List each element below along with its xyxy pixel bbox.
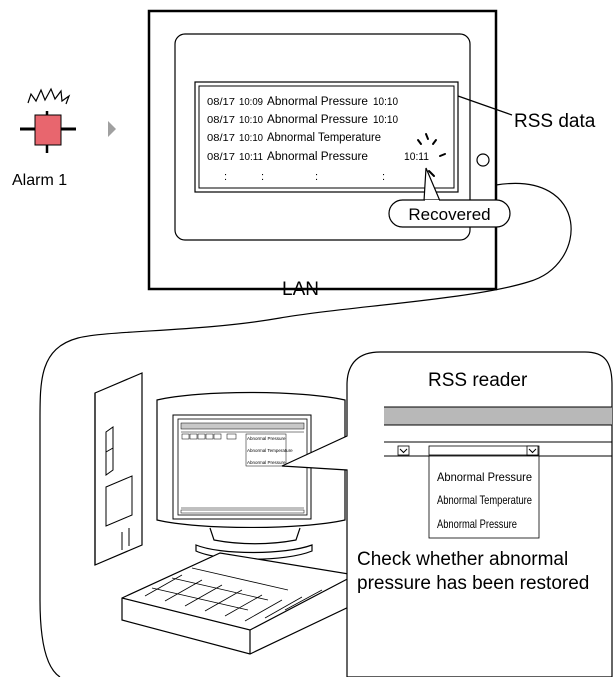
recovered-bubble: Recovered: [388, 167, 511, 228]
caption-text: Check whether abnormal pressure has been…: [357, 549, 590, 594]
pc-monitor: [156, 391, 346, 560]
rss-data-pointer: [457, 95, 513, 116]
flash-marks-icon: [417, 133, 446, 177]
log-recovered-time: 10:11: [404, 151, 429, 163]
pc-tower: [94, 372, 143, 566]
log-date: 08/17: [207, 151, 235, 163]
keyboard: [121, 552, 356, 655]
pc-screen-item: Abnormal Temperature: [247, 448, 293, 453]
arrow-right-icon: [108, 121, 116, 137]
log-date: 08/17: [207, 114, 235, 126]
log-ellipsis: :: [224, 171, 227, 183]
log-ellipsis: :: [382, 171, 385, 183]
power-indicator-icon: [476, 153, 490, 167]
pc-screen-list: Abnormal Pressure Abnormal Temperature A…: [247, 436, 293, 465]
log-event: Abnormal Temperature: [267, 132, 381, 144]
log-event: Abnormal Pressure: [267, 96, 368, 108]
dropdown-arrow-icon: [399, 448, 408, 454]
rss-reader-title: RSS reader: [428, 370, 528, 391]
log-ellipsis: :: [261, 171, 264, 183]
log-time: 10:10: [239, 132, 263, 144]
lan-label: LAN: [282, 279, 319, 300]
alarm-label: Alarm 1: [12, 172, 68, 189]
log-time: 10:11: [239, 151, 263, 163]
lan-cable: [39, 182, 572, 677]
log-date: 08/17: [207, 132, 235, 144]
log-time: 10:09: [239, 96, 263, 108]
log-recovered-time: 10:10: [373, 96, 398, 108]
log-date: 08/17: [207, 96, 235, 108]
log-event: Abnormal Pressure: [267, 114, 368, 126]
log-ellipsis: :: [315, 171, 318, 183]
pc-screen-item: Abnormal Pressure: [247, 436, 286, 441]
log-event: Abnormal Pressure: [267, 151, 368, 163]
recovered-label: Recovered: [408, 205, 490, 224]
pc-screen-item: Abnormal Pressure: [247, 460, 286, 465]
rss-item: Abnormal Pressure: [437, 470, 532, 484]
rss-reader-list: Abnormal Pressure Abnormal Temperature A…: [437, 470, 532, 531]
rss-reader-callout: [281, 351, 613, 677]
alarm-log: 08/17 10:09 Abnormal Pressure 10:10 08/1…: [207, 96, 429, 183]
dropdown-arrow-icon: [528, 448, 537, 454]
rss-data-label: RSS data: [514, 111, 596, 132]
rss-item-read: Abnormal Pressure: [437, 517, 517, 531]
log-time: 10:10: [239, 114, 263, 126]
display-unit: [147, 9, 498, 291]
rss-item: Abnormal Temperature: [437, 493, 532, 507]
log-recovered-time: 10:10: [373, 114, 398, 126]
alarm-lamp-icon: [20, 87, 76, 153]
